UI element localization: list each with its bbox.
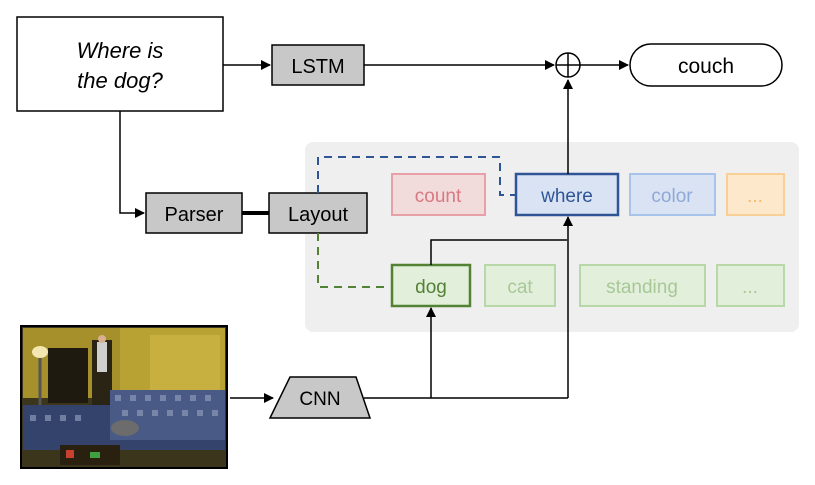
module-count <box>391 173 486 216</box>
module-cat-label: cat <box>507 277 533 298</box>
module-more-bottom-label: ... <box>742 277 758 298</box>
layout-label: Layout <box>288 204 348 226</box>
module-more-top <box>726 173 785 216</box>
question-line1: Where is <box>77 38 164 63</box>
edge-question-parser <box>119 111 145 218</box>
photo-icon <box>20 325 228 469</box>
module-color <box>629 173 716 216</box>
module-where-label: where <box>540 186 593 207</box>
question-line2: the dog? <box>77 68 163 93</box>
parser-node <box>145 192 243 234</box>
layout-to-where-dashed <box>317 156 515 196</box>
edge-dog-where <box>430 239 567 265</box>
combine-plus-icon <box>555 52 581 78</box>
module-more-top-label: ... <box>747 186 763 207</box>
module-dog <box>390 263 472 308</box>
module-color-label: color <box>651 186 693 207</box>
module-where <box>514 172 620 217</box>
cnn-node <box>268 376 372 419</box>
parser-label: Parser <box>165 204 224 226</box>
layout-to-dog-dashed <box>317 233 390 288</box>
question-box <box>16 16 224 112</box>
module-cat <box>484 264 556 307</box>
module-standing <box>579 264 706 307</box>
module-standing-label: standing <box>606 277 678 298</box>
module-dog-label: dog <box>415 277 447 298</box>
answer-node <box>629 43 783 87</box>
answer-label: couch <box>678 55 734 78</box>
module-count-label: count <box>415 186 462 207</box>
module-more-bottom <box>716 264 785 307</box>
cnn-label: CNN <box>299 389 340 410</box>
lstm-label: LSTM <box>291 56 344 78</box>
